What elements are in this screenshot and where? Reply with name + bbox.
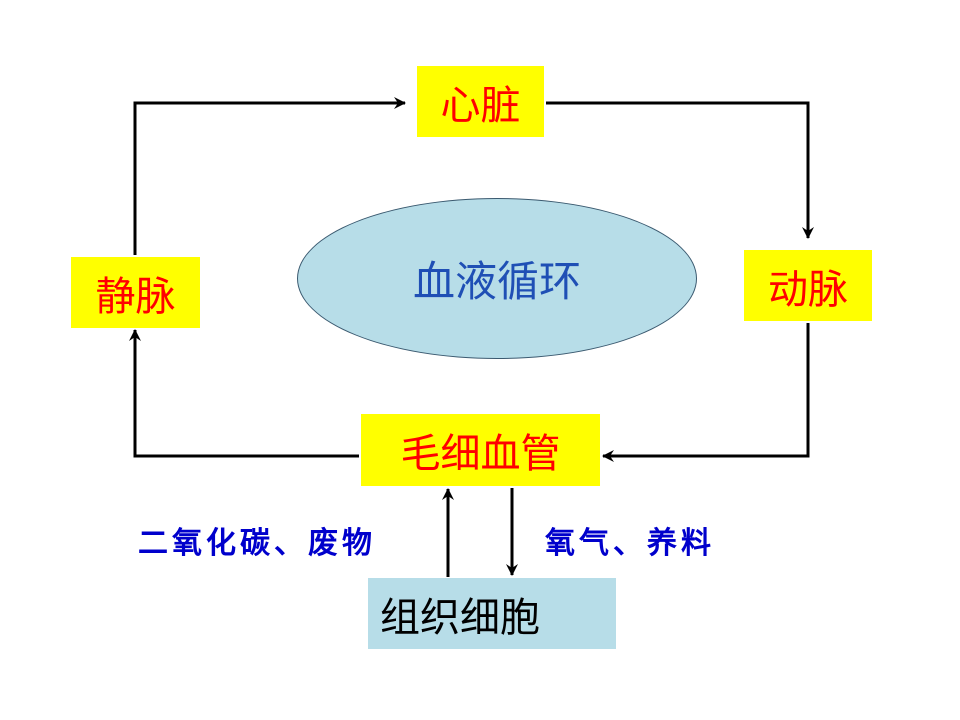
tissue-cells-node: 组织细胞 bbox=[368, 578, 616, 649]
blood-circulation-ellipse: 血液循环 bbox=[297, 198, 697, 359]
vein-label: 静脉 bbox=[95, 273, 176, 320]
tissue-cells-label: 组织细胞 bbox=[380, 594, 540, 641]
artery-label: 动脉 bbox=[768, 266, 848, 313]
arrow-heart-to-artery bbox=[546, 101, 814, 239]
arrow-capillary-to-vein bbox=[129, 329, 359, 458]
arrow-artery-to-capillary bbox=[602, 323, 810, 462]
heart-label: 心脏 bbox=[440, 82, 521, 129]
artery-node: 动脉 bbox=[744, 250, 872, 321]
co2-waste-label: 二氧化碳、废物 bbox=[138, 526, 376, 561]
capillary-label: 毛细血管 bbox=[400, 431, 561, 477]
blood-circulation-label: 血液循环 bbox=[412, 257, 581, 306]
capillary-node: 毛细血管 bbox=[361, 414, 600, 486]
heart-node: 心脏 bbox=[417, 66, 544, 137]
oxygen-nutrients-label: 氧气、养料 bbox=[545, 526, 715, 561]
vein-node: 静脉 bbox=[71, 257, 200, 328]
arrow-vein-to-heart bbox=[133, 97, 406, 255]
